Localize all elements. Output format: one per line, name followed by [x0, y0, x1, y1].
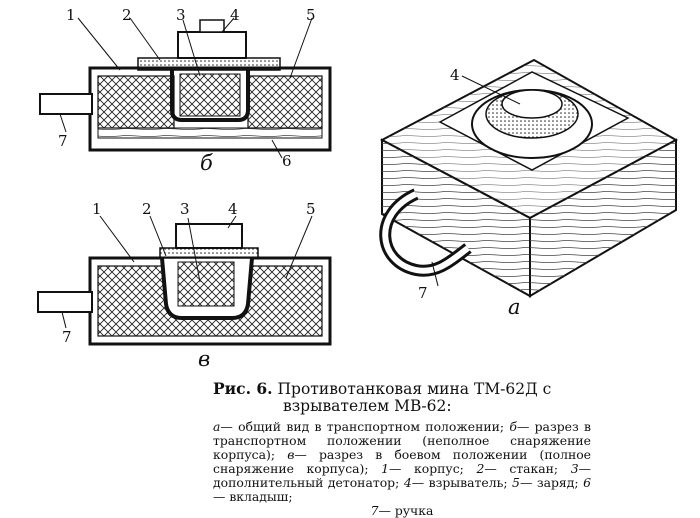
legend-key: б — [509, 419, 517, 434]
box-right-side-grain — [530, 140, 676, 296]
callout-3-v: 3 — [180, 200, 190, 218]
section-b: 1 2 3 4 5 7 6 б — [39, 6, 332, 175]
figure-number: Рис. 6. — [213, 379, 273, 398]
legend-text: — дополнительный детонатор; — [213, 461, 591, 490]
leader-lines-b — [59, 17, 313, 159]
handle-b — [39, 93, 93, 115]
fuze-top — [501, 89, 563, 119]
figure-caption: Рис. 6. Противотанковая мина ТМ-62Д с вз… — [213, 380, 591, 518]
legend-key: 7 — [370, 503, 379, 518]
insert-b — [97, 127, 323, 139]
figure-title-line2: взрывателем МВ-62: — [283, 397, 452, 415]
lid-v — [159, 247, 259, 259]
panel-letter-b: б — [200, 151, 213, 175]
legend-key: 5 — [512, 475, 520, 490]
detonator-v — [177, 261, 235, 307]
callout-5-b: 5 — [306, 6, 316, 24]
callout-7-v: 7 — [62, 328, 72, 346]
legend-key: а — [213, 419, 221, 434]
legend-key: 1 — [381, 461, 390, 476]
legend-last-line: 7— ручка — [213, 504, 591, 518]
fuze-b — [177, 31, 247, 59]
callout-2-v: 2 — [142, 200, 152, 218]
legend-text: — взрыватель; — [411, 475, 508, 490]
panel-letter-a: а — [508, 295, 521, 319]
legend-key: 2 — [476, 461, 485, 476]
legend-text: — ручка — [378, 503, 434, 518]
callout-4-b: 4 — [230, 6, 240, 24]
callout-2-b: 2 — [122, 6, 132, 24]
section-v: 1 2 3 4 5 7 в — [37, 200, 332, 371]
callout-1-v: 1 — [92, 200, 102, 218]
handle-a-inner — [382, 191, 470, 274]
callout-4-v: 4 — [228, 200, 238, 218]
figure-title-line1: Противотанковая мина ТМ-62Д с — [277, 380, 552, 398]
callout-1-b: 1 — [66, 6, 76, 24]
handle-v — [37, 291, 93, 313]
callout-6-b: 6 — [282, 152, 292, 170]
callout-4-a: 4 — [450, 66, 460, 84]
legend-text: — вкладыш; — [213, 489, 293, 504]
leader-lines-v — [61, 215, 313, 329]
legend-text: — общий вид в транспортном положении; — [220, 419, 505, 434]
charge-b-left — [97, 75, 175, 129]
fuze-b-cap — [199, 19, 225, 33]
legend-text: — корпус; — [389, 461, 464, 476]
legend-text: — заряд; — [519, 475, 579, 490]
fuze-v — [175, 223, 243, 249]
callout-5-v: 5 — [306, 200, 316, 218]
legend-key: 4 — [403, 475, 412, 490]
callout-7-b: 7 — [58, 132, 68, 150]
cup-b — [170, 70, 250, 122]
box-left-side-grain — [382, 140, 530, 296]
caption-title: Рис. 6. Противотанковая мина ТМ-62Д с вз… — [213, 380, 591, 415]
charge-b-right — [247, 75, 323, 129]
legend-text: — стакан; — [484, 461, 559, 476]
legend-text: — разрез в транспортном положении (непол… — [213, 419, 592, 462]
caption-legend: а— общий вид в транспортном положении; б… — [213, 420, 591, 518]
legend-key: 6 — [583, 475, 591, 490]
panel-letter-v: в — [198, 347, 210, 371]
legend-key: 3 — [570, 461, 579, 476]
view-a: 4 7 а — [379, 58, 679, 319]
detonator-b — [179, 73, 241, 117]
legend-text: — разрез в боевом положении (полное снар… — [213, 447, 591, 476]
callout-3-b: 3 — [176, 6, 186, 24]
leader-lines-a — [431, 75, 521, 287]
mine-figure: 1 2 3 4 5 7 6 б 1 2 3 4 5 7 в — [37, 6, 679, 371]
callout-7-a: 7 — [418, 284, 428, 302]
legend-key: в — [287, 447, 295, 462]
